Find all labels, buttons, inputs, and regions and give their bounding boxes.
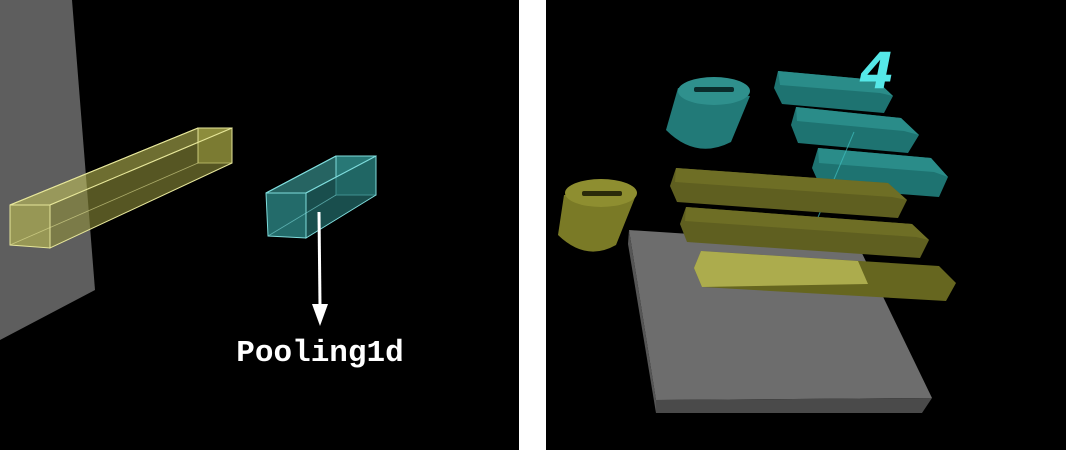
yellow-cylinder (558, 179, 637, 252)
right-scene-panel: 4 (546, 0, 1066, 450)
pointer-arrow (312, 211, 328, 326)
yellow-bar-1 (670, 168, 907, 218)
left-scene-canvas: Pooling1d (0, 0, 404, 371)
teal-bar-1 (774, 71, 893, 113)
yellow-bar-2 (680, 207, 929, 258)
pooling-layer-label: Pooling1d (236, 336, 403, 371)
layer-count-label: 4 (859, 42, 895, 100)
input-plane (0, 0, 95, 340)
teal-cylinder (666, 77, 750, 149)
left-scene-panel: Pooling1d (0, 0, 519, 450)
yellow-bar-3 (694, 251, 956, 301)
right-scene-canvas: 4 (558, 42, 956, 413)
conv-layer-box (9, 127, 233, 249)
pooling-layer-box (265, 155, 377, 239)
teal-bar-2 (791, 107, 919, 153)
